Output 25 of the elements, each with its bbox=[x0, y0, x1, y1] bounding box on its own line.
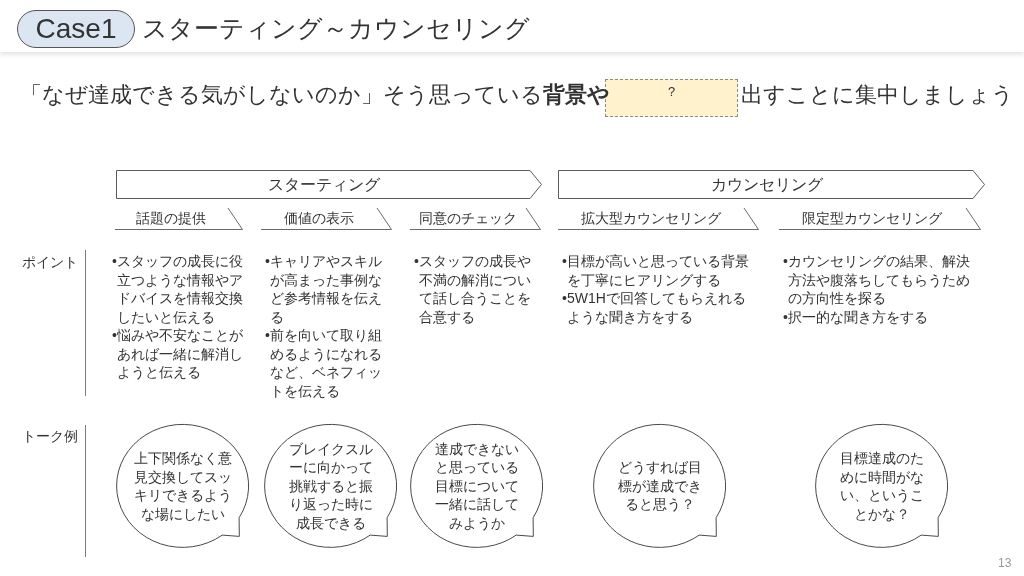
bullet-point: •目標が高いと思っている背景を丁寧にヒアリングする bbox=[562, 252, 750, 289]
speech-bubble: 目標達成のために時間がない、ということかな？ bbox=[815, 424, 948, 548]
bullet-point: •スタッフの成長に役立つような情報やアドバイスを情報交換したいと伝える bbox=[112, 252, 244, 326]
bullet-point: •前を向いて取り組めるようになれるなど、ベネフィットを伝える bbox=[265, 326, 383, 400]
page-number: 13 bbox=[998, 556, 1012, 570]
bullet-point: •悩みや不安なことがあれば一緒に解消しようと伝える bbox=[112, 326, 244, 382]
speech-bubble: 上下関係なく意見交換してスッキリできるような場にしたい bbox=[116, 424, 249, 548]
bullet-point: •スタッフの成長や不満の解消について話し合うことを合意する bbox=[414, 252, 532, 326]
speech-bubble: どうすれば目標が達成できると思う？ bbox=[593, 424, 726, 548]
tab-heading: 同意のチェック bbox=[410, 207, 541, 230]
bullet-point: •5W1Hで回答してもらえれるような聞き方をする bbox=[562, 289, 747, 326]
speech-bubble: ブレイクスルーに向かって挑戦すると振り返った時に成長できる bbox=[264, 424, 397, 548]
speech-bubble: 達成できないと思っている目標について一緒に話してみようか bbox=[410, 424, 543, 548]
intro-text: 出すことに集中しましょう bbox=[741, 82, 1014, 109]
bullet-point: •カウンセリングの結果、解決方法や腹落ちしてもらうための方向性を探る bbox=[783, 252, 971, 308]
tab-heading: 価値の表示 bbox=[261, 207, 392, 230]
case-badge: Case1 bbox=[17, 10, 135, 48]
row-heading: ポイント bbox=[22, 253, 78, 271]
bullet-point: •択一的な聞き方をする bbox=[783, 307, 929, 326]
tab-heading: 拡大型カウンセリング bbox=[558, 207, 759, 230]
slide-title: スターティング～カウンセリング bbox=[142, 13, 530, 44]
bullet-point: •キャリアやスキルが高まった事例など参考情報を伝える bbox=[265, 252, 383, 326]
tab-heading: 限定型カウンセリング bbox=[779, 207, 981, 230]
row-heading: トーク例 bbox=[22, 427, 78, 445]
tab-heading: 話題の提供 bbox=[115, 207, 243, 230]
